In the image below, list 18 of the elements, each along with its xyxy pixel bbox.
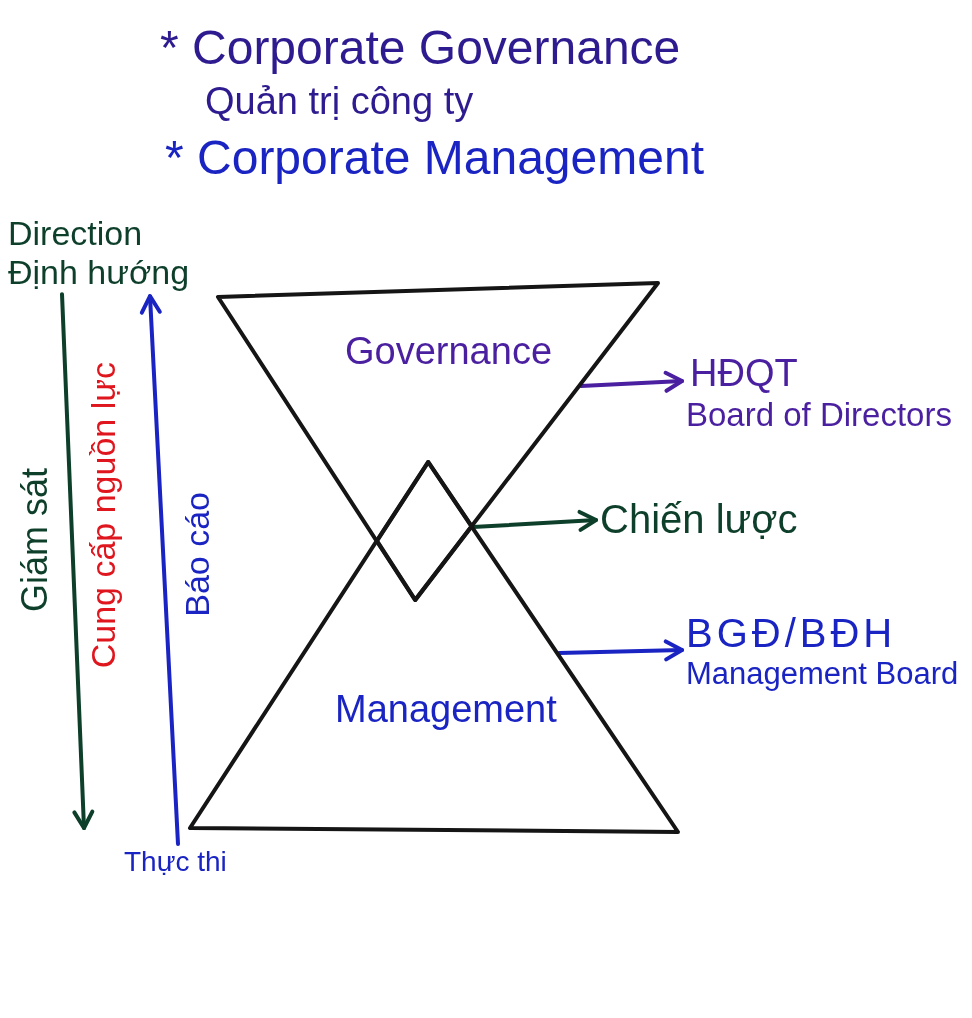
subheading: Quản trị công ty bbox=[205, 80, 474, 124]
node-label: Chiến lược bbox=[600, 496, 798, 542]
shape-label: Management bbox=[335, 688, 557, 732]
node-label: Định hướng bbox=[8, 253, 190, 293]
bullet-heading: * Corporate Management bbox=[165, 130, 704, 186]
node-label: Board of Directors bbox=[686, 395, 952, 434]
arrow bbox=[139, 294, 180, 846]
arrow bbox=[60, 292, 95, 830]
node-label: HĐQT bbox=[690, 352, 798, 396]
node-label: Management Board bbox=[686, 656, 959, 692]
arrow bbox=[579, 370, 684, 393]
shape-label: Governance bbox=[345, 330, 552, 374]
node-label: Direction bbox=[8, 214, 143, 254]
arrow bbox=[557, 639, 684, 662]
node-label: Thực thi bbox=[124, 846, 227, 879]
bullet-heading: * Corporate Governance bbox=[160, 20, 681, 76]
side-label: Cung cấp nguồn lực bbox=[84, 362, 123, 669]
node-label: BGĐ/BĐH bbox=[686, 610, 897, 656]
